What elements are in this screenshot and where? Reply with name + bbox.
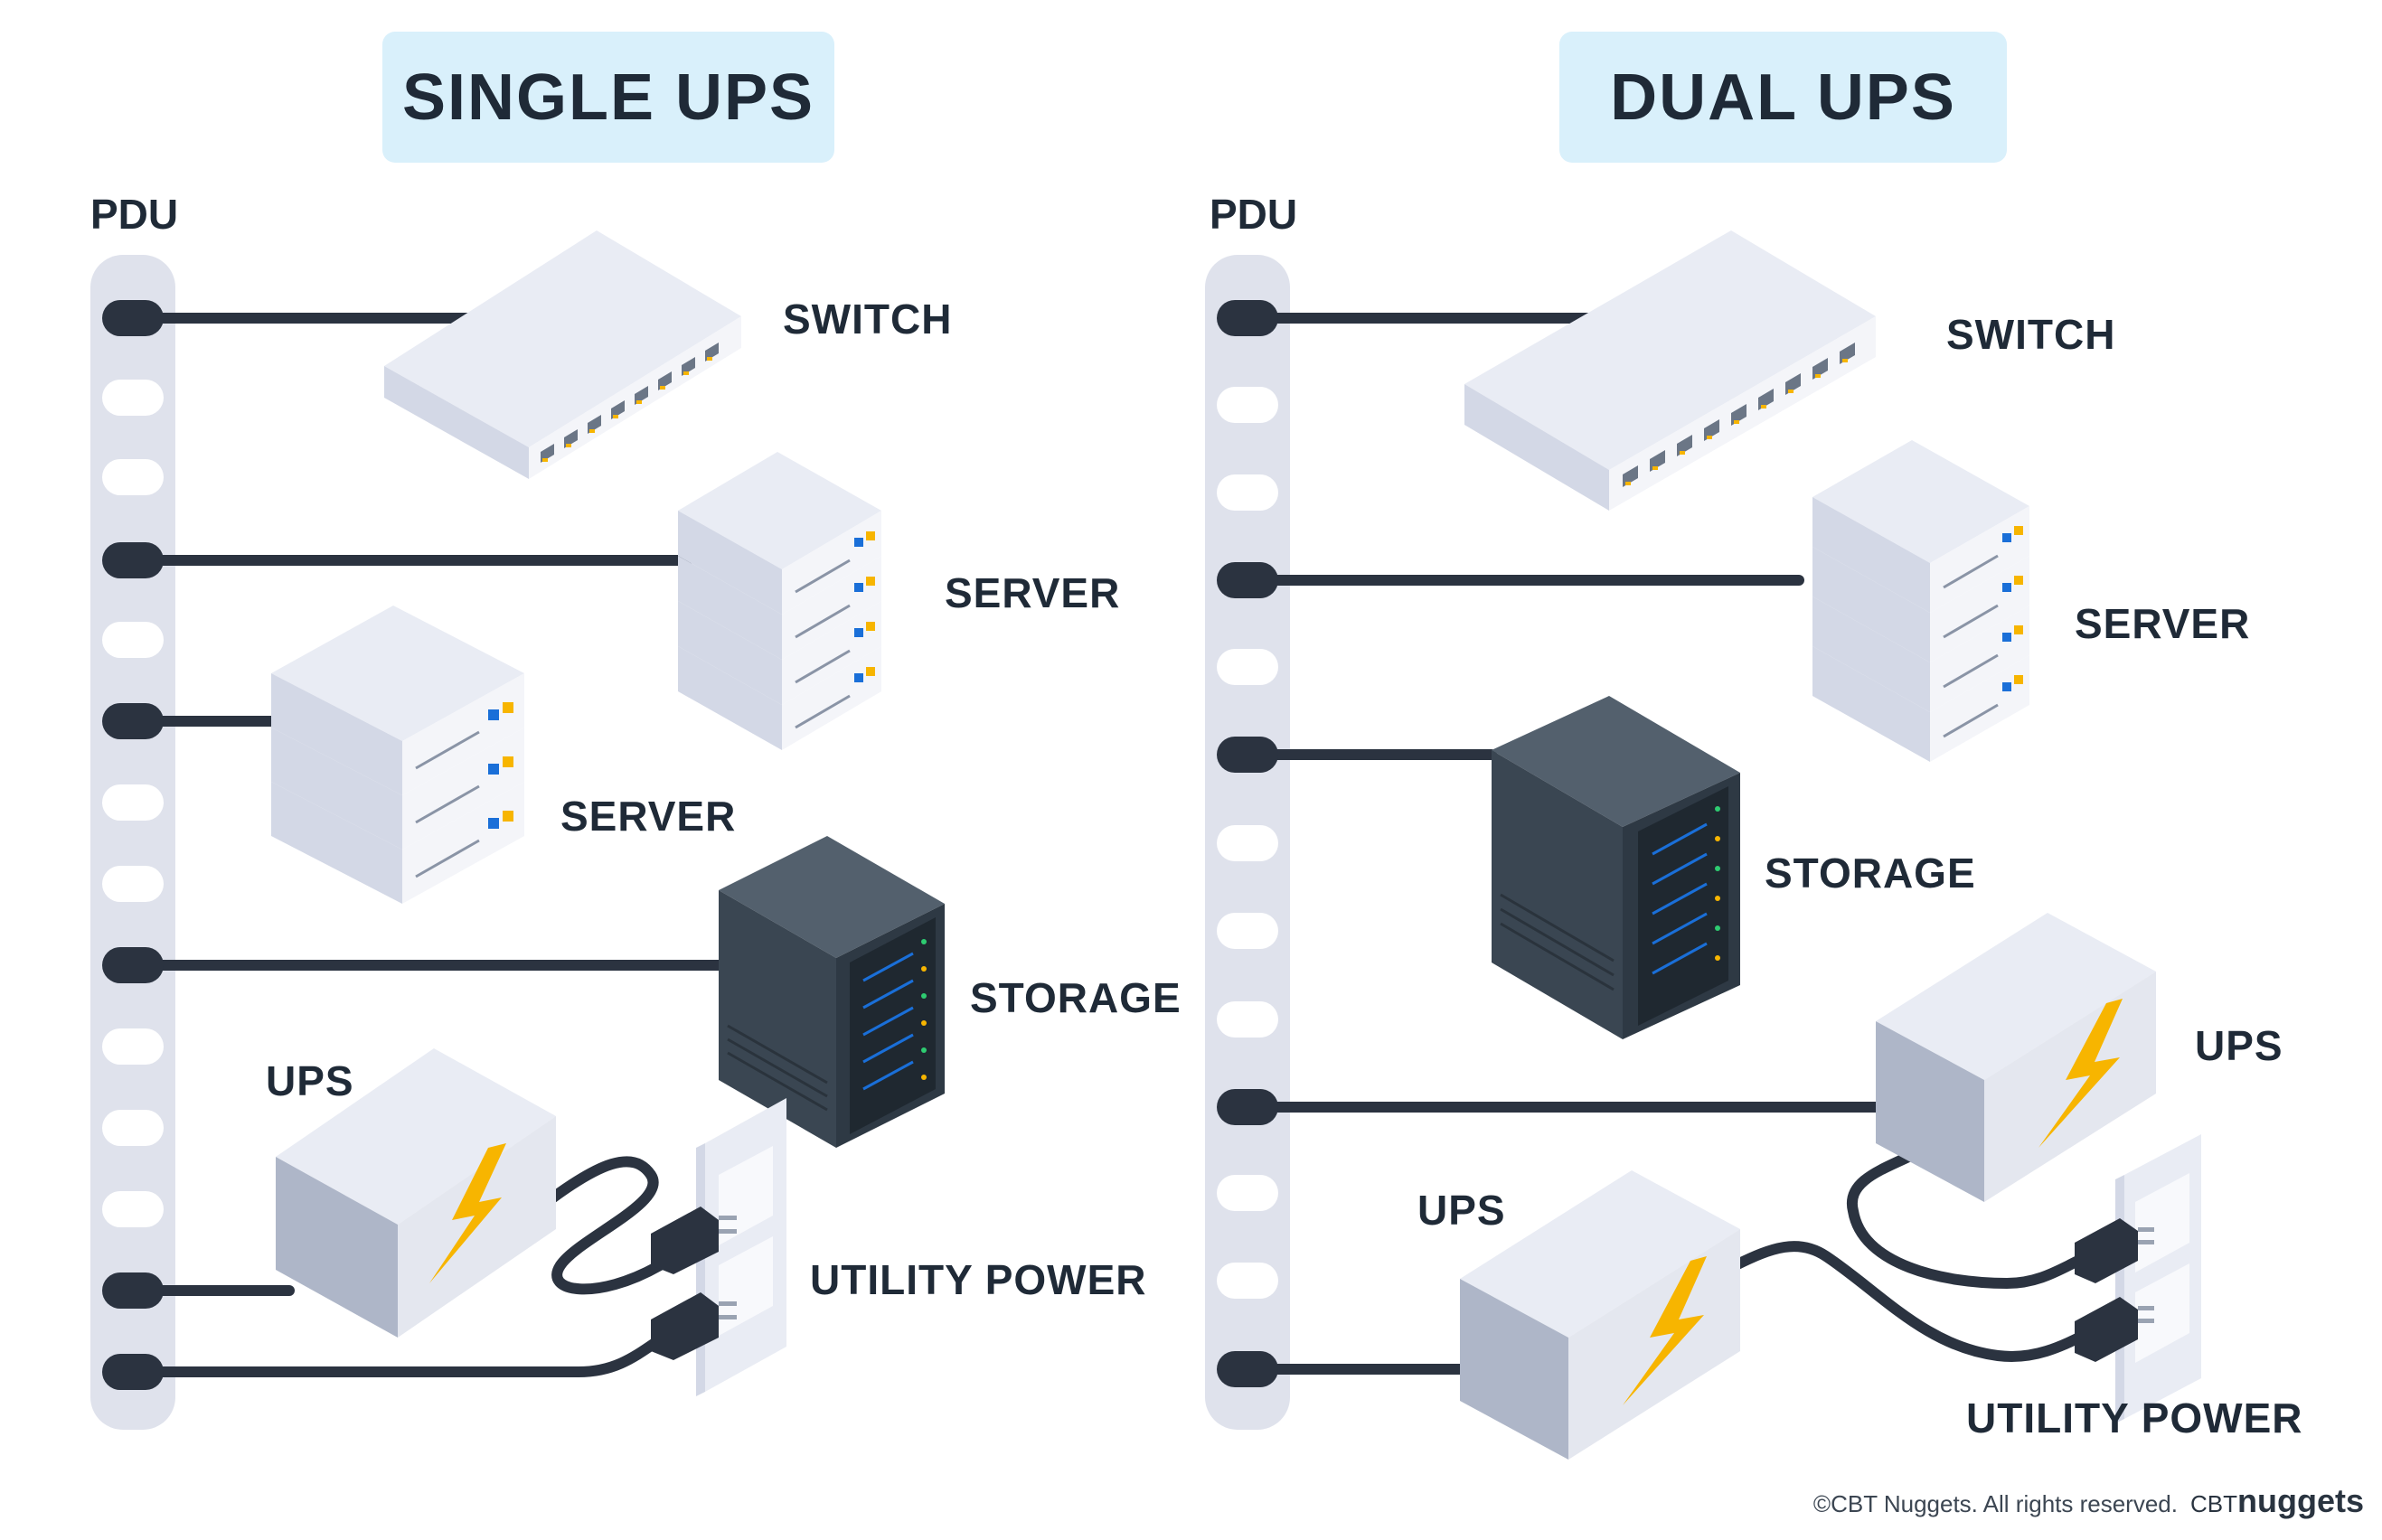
storage-device-left: [719, 836, 945, 1148]
right-ups-bottom-label: UPS: [1417, 1187, 1506, 1234]
switch-device-right: [1464, 230, 1876, 511]
left-server-top-label: SERVER: [945, 569, 1121, 616]
wall-outlet-right: [2115, 1134, 2201, 1423]
logo-prefix: CBT: [2190, 1490, 2237, 1517]
left-title: SINGLE UPS: [401, 61, 815, 134]
left-pdu-label: PDU: [90, 191, 179, 238]
server-device-left-bottom: [271, 606, 524, 904]
left-utility-label: UTILITY POWER: [810, 1256, 1147, 1303]
right-title: DUAL UPS: [1610, 61, 1956, 134]
cbt-nuggets-logo: CBTnuggets: [2190, 1482, 2364, 1520]
right-utility-label: UTILITY POWER: [1966, 1394, 2303, 1441]
power-plugs-left: [651, 1207, 737, 1360]
cables-right: [1245, 313, 2094, 1375]
right-ups-top-label: UPS: [2195, 1022, 2283, 1069]
left-ups-label: UPS: [266, 1057, 354, 1104]
right-switch-label: SWITCH: [1946, 311, 2116, 358]
right-panel: [1205, 230, 2201, 1460]
right-title-box: DUAL UPS: [1559, 32, 2007, 163]
copyright-text: ©CBT Nuggets. All rights reserved.: [1812, 1490, 2178, 1517]
ups-device-left: [276, 1048, 556, 1338]
ups-device-right-top: [1876, 913, 2156, 1202]
pdu-strip-right: [1205, 255, 1290, 1430]
power-plugs-right: [2075, 1218, 2154, 1362]
ups-device-right-bottom: [1460, 1170, 1740, 1460]
left-panel: [90, 230, 945, 1430]
switch-device-left: [384, 230, 741, 479]
left-storage-label: STORAGE: [970, 974, 1182, 1021]
right-server-label: SERVER: [2075, 600, 2251, 647]
right-pdu-label: PDU: [1210, 191, 1298, 238]
left-server-bottom-label: SERVER: [560, 793, 737, 840]
server-device-left-top: [678, 452, 881, 750]
logo-name: nuggets: [2237, 1482, 2364, 1519]
left-title-box: SINGLE UPS: [382, 32, 834, 163]
server-device-right: [1812, 440, 2029, 762]
storage-device-right: [1492, 696, 1740, 1039]
right-storage-label: STORAGE: [1765, 850, 1976, 897]
left-switch-label: SWITCH: [783, 296, 953, 343]
pdu-strip-left: [90, 255, 175, 1430]
footer: ©CBT Nuggets. All rights reserved. CBTnu…: [1813, 1482, 2364, 1520]
